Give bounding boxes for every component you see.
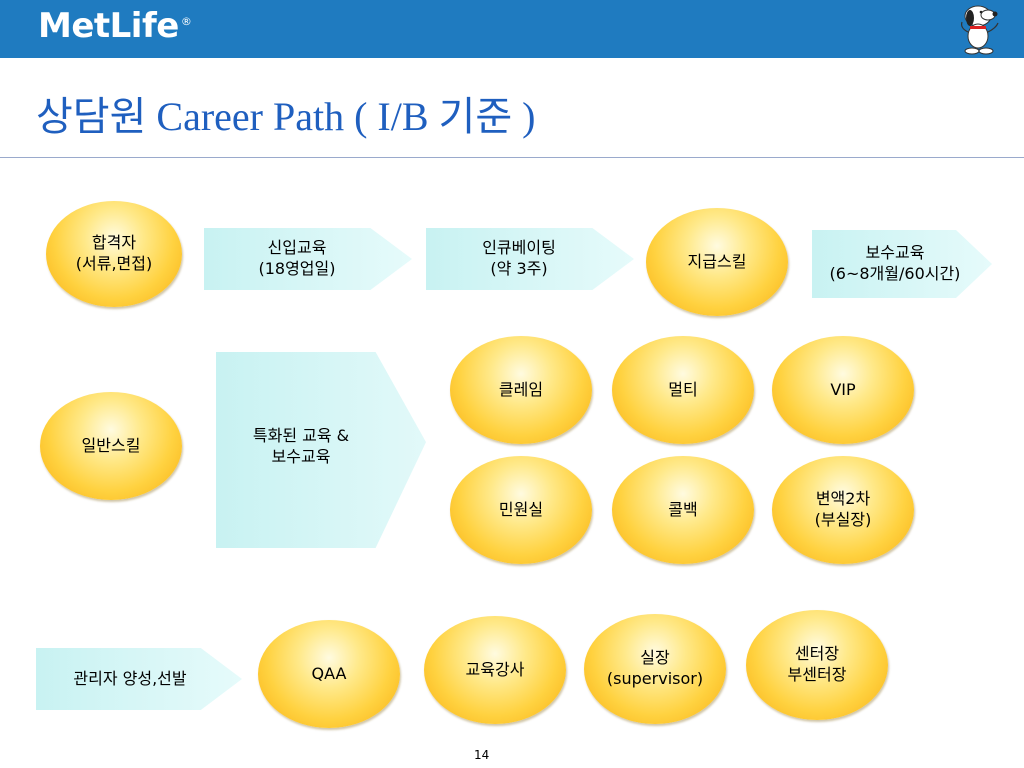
node-qaa: QAA: [258, 620, 400, 728]
title-divider: [0, 157, 1024, 158]
registered-mark: ®: [180, 14, 192, 28]
header-bar: MetLife®: [0, 0, 1024, 58]
step-manager-training: 관리자 양성,선발: [36, 648, 242, 710]
node-callback: 콜백: [612, 456, 754, 564]
step-bosu-education: 보수교육 (6~8개월/60시간): [812, 230, 992, 298]
node-vip: VIP: [772, 336, 914, 444]
node-claim: 클레임: [450, 336, 592, 444]
snoopy-mascot-icon: [961, 5, 999, 55]
node-siljang: 실장 (supervisor): [584, 614, 726, 724]
node-ilban-skill: 일반스킬: [40, 392, 182, 500]
brand-text: MetLife: [38, 6, 179, 46]
node-gangsa: 교육강사: [424, 616, 566, 724]
step-incubating: 인큐베이팅 (약 3주): [426, 228, 634, 290]
node-jigeup-skill: 지급스킬: [646, 208, 788, 316]
page-title: 상담원 Career Path ( I/B 기준 ): [36, 94, 536, 139]
node-center-manager: 센터장 부센터장: [746, 610, 888, 720]
step-sinip-education: 신입교육 (18영업일): [204, 228, 412, 290]
metlife-logo: MetLife®: [38, 6, 192, 46]
page-number: 14: [474, 748, 490, 762]
step-specialized-education: 특화된 교육 & 보수교육: [216, 352, 426, 548]
node-multi: 멀티: [612, 336, 754, 444]
node-hapgyeokja: 합격자 (서류,면접): [46, 201, 182, 307]
node-byeonaek: 변액2차 (부실장): [772, 456, 914, 564]
node-minwon: 민원실: [450, 456, 592, 564]
